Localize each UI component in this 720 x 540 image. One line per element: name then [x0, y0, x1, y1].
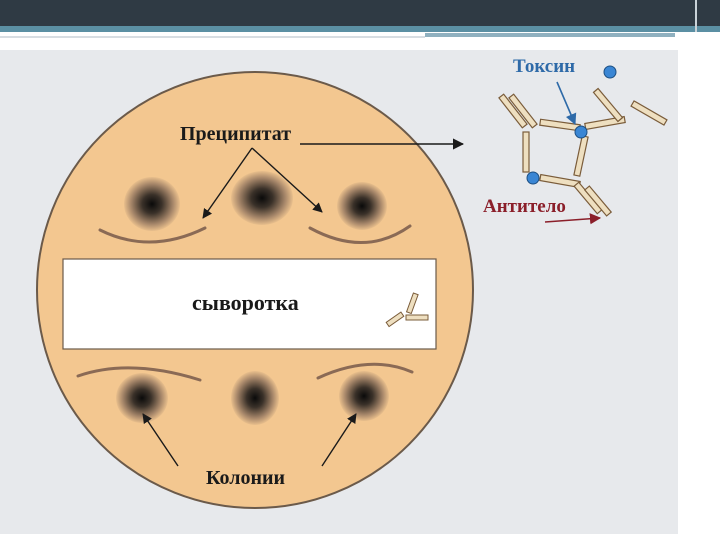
antibody-lattice [498, 87, 668, 217]
toxin-label: Токсин [513, 56, 575, 77]
precipitate-line [76, 366, 202, 382]
toxin-arrow [556, 81, 577, 126]
arrow [142, 413, 179, 467]
colony [231, 371, 279, 425]
arrow [321, 413, 357, 467]
toxin-dot [526, 171, 540, 185]
precipitate-line [316, 362, 414, 380]
precipitate-line [98, 226, 207, 244]
colony [116, 373, 168, 423]
colony [339, 371, 389, 421]
toxin-dot [603, 65, 617, 79]
colony [337, 182, 387, 230]
arrow [251, 147, 323, 213]
serum-label: сыворотка [192, 290, 299, 315]
header-corner-line [695, 0, 697, 32]
slide-header-bar [0, 0, 720, 26]
colony [124, 177, 180, 231]
slide-header-accent [0, 26, 720, 32]
image-panel-top-strip [0, 46, 678, 50]
arrow [202, 147, 253, 219]
colony [231, 171, 293, 225]
antibody-arrow [544, 213, 602, 225]
precipitate-label: Преципитат [180, 123, 291, 145]
header-divider-left [0, 36, 425, 38]
toxin-dot [574, 125, 588, 139]
precipitate-line [308, 224, 412, 244]
antibody-label: Антитело [483, 196, 566, 217]
serum-strip [62, 258, 437, 350]
antibody-icon [385, 292, 429, 328]
header-divider-right [425, 33, 675, 37]
colonies-label: Колонии [206, 467, 285, 489]
